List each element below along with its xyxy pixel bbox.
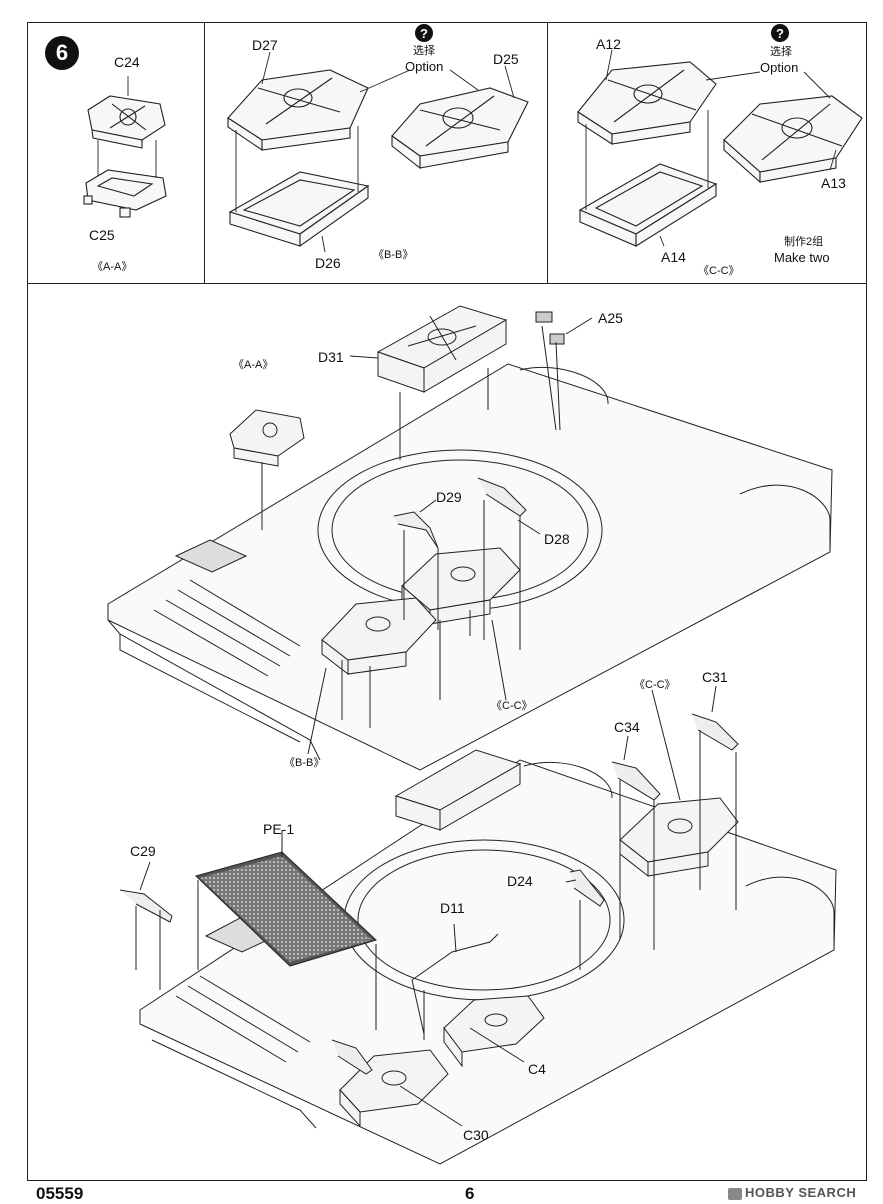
main-assembly-frame <box>27 283 867 1181</box>
panel-a-caption: 《A-A》 <box>92 261 133 273</box>
option-en-c: Option <box>760 60 799 75</box>
lower-label-cc: 《C-C》 <box>634 679 676 691</box>
upper-label-d29: D29 <box>436 489 462 505</box>
label-a12: A12 <box>596 36 621 52</box>
label-c24: C24 <box>114 54 140 70</box>
part-c30-bracket <box>331 1039 373 1075</box>
part-a13 <box>723 95 863 184</box>
option-cn-c: 选择 <box>770 46 792 58</box>
panel-b-caption: 《B-B》 <box>373 249 414 261</box>
lower-label-c30: C30 <box>463 1127 489 1143</box>
part-d28 <box>477 477 527 517</box>
label-a14: A14 <box>661 249 686 265</box>
make-en: Make two <box>774 250 830 265</box>
upper-label-d31: D31 <box>318 349 344 365</box>
part-d26 <box>228 171 370 248</box>
watermark-text: HOBBY SEARCH <box>745 1185 857 1200</box>
panel-c-caption: 《C-C》 <box>698 265 740 277</box>
step-number-badge: 6 <box>45 36 79 70</box>
upper-label-bb: 《B-B》 <box>284 757 325 769</box>
upper-label-d28: D28 <box>544 531 570 547</box>
lower-label-pe1: PE-1 <box>263 821 295 837</box>
part-cc-box-lower <box>619 797 739 878</box>
part-c24 <box>87 95 166 149</box>
part-c31 <box>691 713 739 751</box>
part-aa-box <box>229 409 305 467</box>
option-cn-b: 选择 <box>413 45 435 57</box>
watermark: HOBBY SEARCH <box>728 1185 856 1200</box>
option-en-b: Option <box>405 59 444 74</box>
part-c34 <box>611 761 661 801</box>
lower-hull <box>139 749 837 1165</box>
part-d11 <box>411 933 499 1035</box>
make-cn: 制作2组 <box>784 236 824 248</box>
part-c29 <box>119 889 173 923</box>
part-a14 <box>578 163 718 247</box>
label-c25: C25 <box>89 227 115 243</box>
label-d27: D27 <box>252 37 278 53</box>
part-a25-1 <box>535 311 553 323</box>
part-c25 <box>83 169 167 218</box>
part-pe1-mesh <box>195 851 377 967</box>
part-a25-2 <box>549 333 565 345</box>
question-mark-icon: ? <box>415 24 433 42</box>
label-d26: D26 <box>315 255 341 271</box>
lower-label-c29: C29 <box>130 843 156 859</box>
lower-label-c31: C31 <box>702 669 728 685</box>
upper-label-aa: 《A-A》 <box>233 359 274 371</box>
lower-label-c34: C34 <box>614 719 640 735</box>
upper-label-a25: A25 <box>598 310 623 326</box>
part-d29 <box>393 511 439 549</box>
question-mark-icon: ? <box>771 24 789 42</box>
product-code: 05559 <box>36 1184 84 1203</box>
page-number: 6 <box>465 1184 475 1203</box>
part-d24 <box>569 869 605 907</box>
upper-label-cc: 《C-C》 <box>491 700 533 712</box>
lower-label-d24: D24 <box>507 873 533 889</box>
part-c4-box <box>443 995 545 1068</box>
part-d31 <box>376 305 508 393</box>
label-d25: D25 <box>493 51 519 67</box>
label-a13: A13 <box>821 175 846 191</box>
part-d25 <box>391 87 529 170</box>
lower-label-d11: D11 <box>440 900 465 916</box>
watermark-logo-icon <box>728 1187 742 1200</box>
part-a12 <box>577 61 717 146</box>
lower-label-c4: C4 <box>528 1061 546 1077</box>
part-d27 <box>227 69 369 152</box>
